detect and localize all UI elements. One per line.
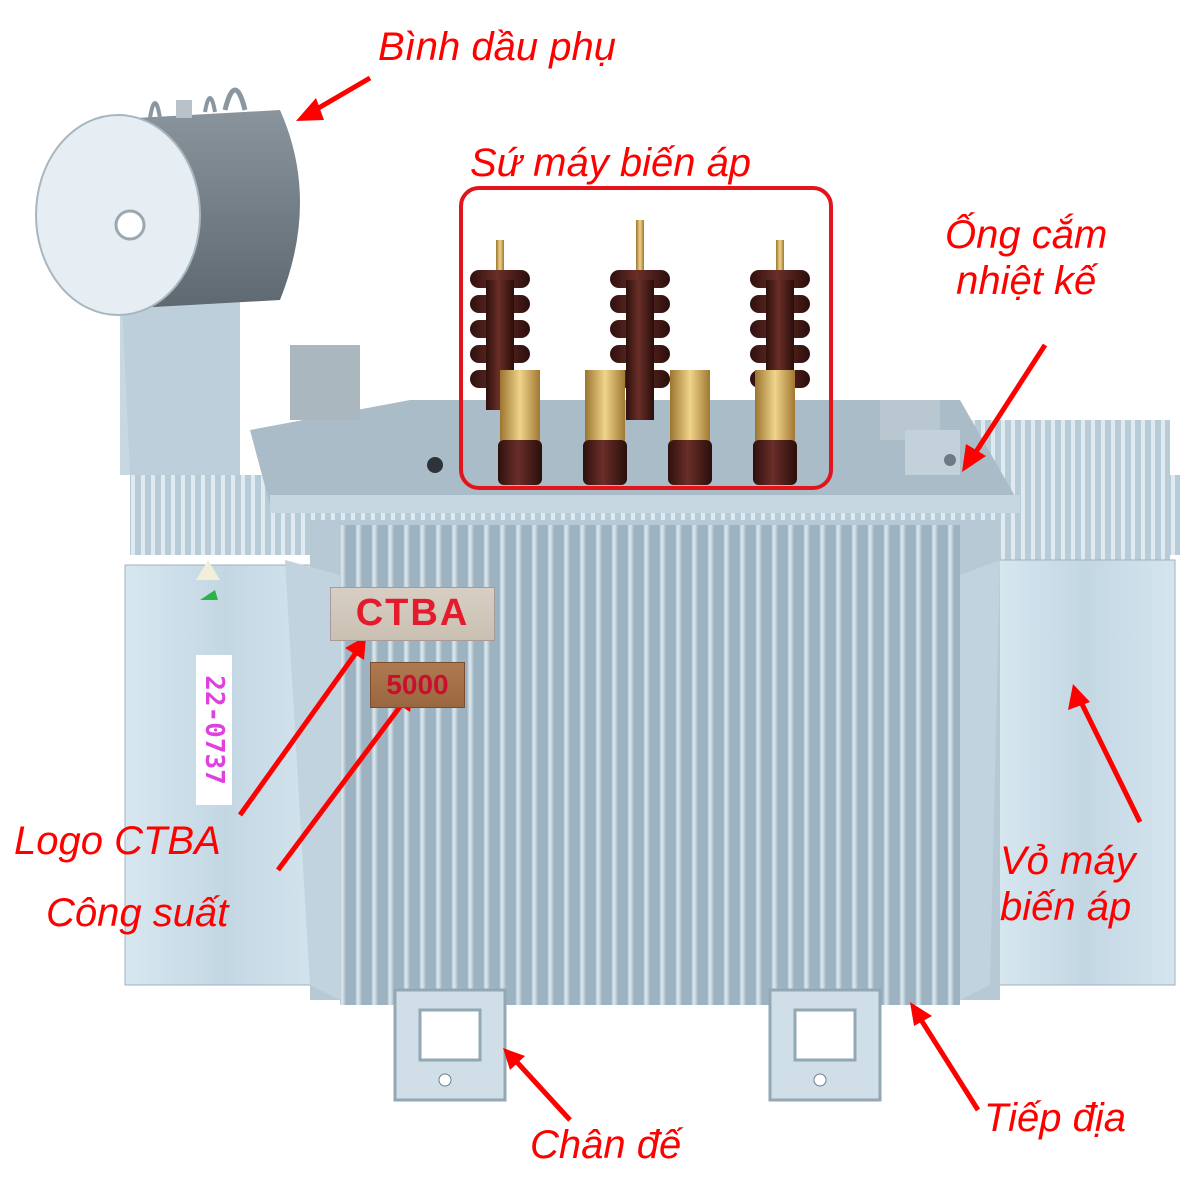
main-tank (124, 520, 1176, 1005)
label-tank: Vỏ máy biến áp (1000, 838, 1136, 930)
label-thermometer-pocket-line1: Ống cắm (945, 213, 1108, 257)
label-capacity: Công suất (46, 891, 229, 935)
label-base: Chân đế (530, 1123, 682, 1167)
label-bushings: Sứ máy biến áp (470, 141, 752, 185)
base-feet (393, 988, 882, 1102)
label-logo: Logo CTBA (14, 819, 221, 863)
capacity-plate: 5000 (370, 662, 465, 708)
label-tank-line1: Vỏ máy (1000, 839, 1136, 883)
annotation-arrows (237, 75, 1143, 1122)
serial-number-tag: 22-0737 (196, 655, 232, 805)
label-conservator: Bình dầu phụ (378, 25, 616, 69)
label-thermometer-pocket: Ống cắm nhiệt kế (945, 212, 1107, 304)
bushings (470, 220, 810, 485)
capacity-value: 5000 (386, 669, 449, 700)
label-thermometer-pocket-line2: nhiệt kế (956, 259, 1097, 303)
bushings-highlight-box (459, 186, 833, 490)
ctba-logo-plate: CTBA (330, 587, 495, 641)
conservator-tank (35, 87, 300, 475)
serial-number-text: 22-0737 (199, 675, 229, 785)
label-tank-line2: biến áp (1000, 885, 1132, 929)
label-grounding: Tiếp địa (984, 1096, 1126, 1140)
ctba-logo-text: CTBA (355, 592, 470, 634)
